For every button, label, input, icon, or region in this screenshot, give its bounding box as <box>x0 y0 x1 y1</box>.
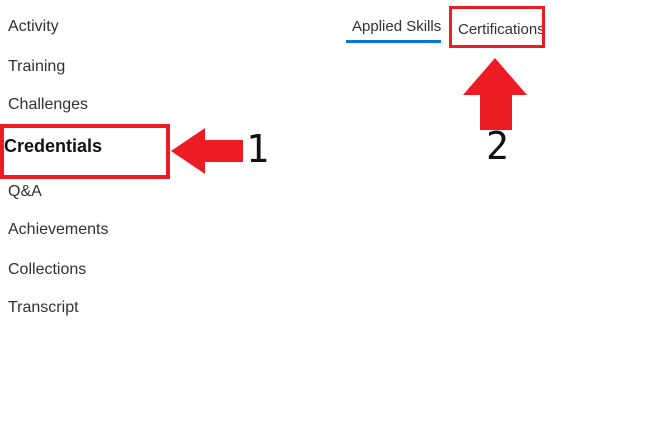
sidebar-item-activity[interactable]: Activity <box>8 18 59 35</box>
annotation-step-number-2: 2 <box>486 124 509 168</box>
sidebar-item-transcript[interactable]: Transcript <box>8 299 79 316</box>
tab-certifications[interactable]: Certifications <box>458 21 545 38</box>
sidebar-item-collections[interactable]: Collections <box>8 261 87 278</box>
sidebar-item-qa[interactable]: Q&A <box>8 183 42 200</box>
annotation-step-number-1: 1 <box>246 127 269 171</box>
sidebar-item-training[interactable]: Training <box>8 58 66 75</box>
sidebar-item-challenges[interactable]: Challenges <box>8 96 89 113</box>
sidebar-item-credentials[interactable]: Credentials <box>4 136 103 156</box>
tab-applied-skills[interactable]: Applied Skills <box>352 18 442 35</box>
sidebar-item-achievements[interactable]: Achievements <box>8 221 109 238</box>
annotation-arrow-up-icon <box>463 58 527 130</box>
active-tab-underline <box>346 40 441 43</box>
annotation-arrow-left-icon <box>171 128 243 174</box>
